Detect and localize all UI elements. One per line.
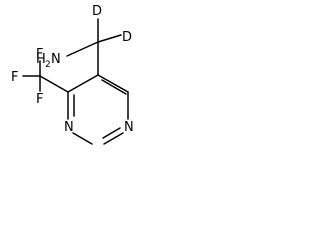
structure-diagram: D D H 2 N F F F N N — [11, 4, 134, 145]
bond-c5-c6 — [97, 74, 129, 93]
atom-amine-n: N — [51, 52, 61, 67]
bond-c2-n3 — [72, 132, 93, 145]
bond-c4-cf3 — [39, 75, 69, 93]
atom-ring-nitrogen-2: N — [64, 120, 74, 135]
atom-deuterium-2: D — [122, 30, 132, 45]
atom-amine-subscript: 2 — [45, 60, 51, 70]
bond-c5-c6-inner — [101, 79, 127, 95]
bond-c4-c5 — [67, 74, 99, 93]
bond-n1-c2 — [103, 132, 124, 145]
atom-ring-nitrogen-1: N — [124, 120, 134, 135]
atom-amine-h: H — [36, 52, 46, 67]
bond-n1-c2-inner — [102, 127, 121, 139]
atom-fluorine-3: F — [36, 92, 43, 107]
atom-fluorine-2: F — [11, 70, 18, 85]
bond-c-d2 — [97, 34, 122, 43]
atom-fluorine-1: F — [36, 47, 43, 62]
atom-deuterium-1: D — [92, 4, 102, 19]
bond-layer — [22, 18, 129, 145]
bond-c-nh2 — [66, 41, 99, 57]
label-layer: D D H 2 N F F F N N — [11, 4, 134, 135]
